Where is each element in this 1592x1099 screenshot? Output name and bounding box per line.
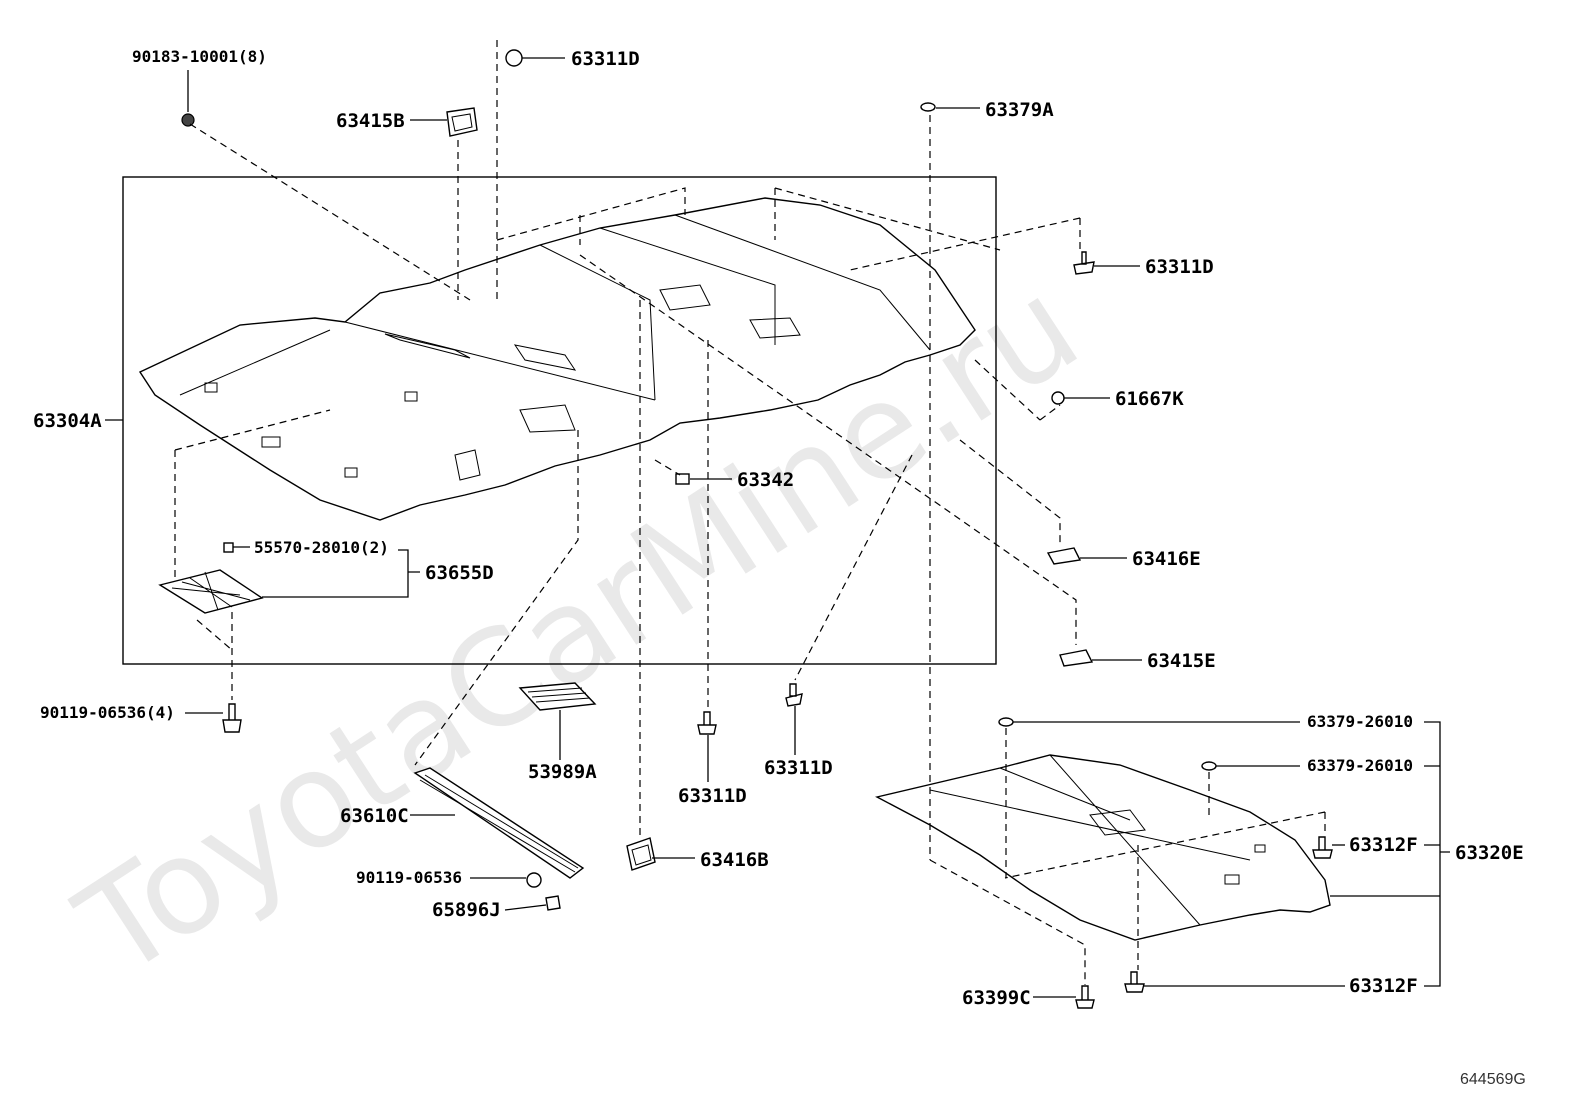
label-63311d-right: 63311D xyxy=(1145,256,1214,278)
leader-lines xyxy=(105,57,1450,998)
clip-90183 xyxy=(181,113,195,127)
holder-63416e xyxy=(1046,547,1082,565)
label-90119-06536-4: 90119-06536(4) xyxy=(40,703,175,722)
label-63399c: 63399C xyxy=(962,987,1031,1009)
bolt-90119 xyxy=(526,872,542,888)
label-61667k: 61667K xyxy=(1115,388,1184,410)
label-63304a: 63304A xyxy=(33,410,102,432)
clip-63311d-right xyxy=(1073,251,1095,275)
clip-63311d-mid xyxy=(697,711,717,735)
pad-63342 xyxy=(675,473,690,485)
label-90119-06536: 90119-06536 xyxy=(356,868,462,887)
headliner-assembly-63320e xyxy=(875,754,1331,941)
grille-53989a xyxy=(518,682,597,711)
label-63415e: 63415E xyxy=(1147,650,1216,672)
diagram-code: 644569G xyxy=(1460,1071,1526,1088)
label-63311d-top: 63311D xyxy=(571,48,640,70)
label-63311d-mid2: 63311D xyxy=(764,757,833,779)
label-65896j: 65896J xyxy=(432,899,501,921)
label-63416b: 63416B xyxy=(700,849,769,871)
label-63379-26010-b: 63379-26010 xyxy=(1307,756,1413,775)
label-63416e: 63416E xyxy=(1132,548,1201,570)
trim-63610c xyxy=(413,767,585,879)
clip-63312f-a xyxy=(1312,836,1333,859)
clip-63399c xyxy=(1075,985,1095,1009)
bolt-90119-4 xyxy=(222,703,242,733)
holder-63415b xyxy=(446,107,478,137)
label-63311d-mid: 63311D xyxy=(678,785,747,807)
clip-61667k xyxy=(1051,391,1065,405)
clip-63311d-top xyxy=(505,49,523,67)
cap-63379-26010-b xyxy=(1201,761,1217,771)
cover-63655d xyxy=(158,569,264,614)
label-55570-28010: 55570-28010(2) xyxy=(254,538,389,557)
label-63379-26010-a: 63379-26010 xyxy=(1307,712,1413,731)
label-53989a: 53989A xyxy=(528,761,597,783)
label-63655d: 63655D xyxy=(425,562,494,584)
label-63342: 63342 xyxy=(737,469,794,491)
holder-63416b xyxy=(626,837,656,871)
clip-63312f-b xyxy=(1124,971,1145,993)
label-63415b: 63415B xyxy=(336,110,405,132)
headliner-63304a xyxy=(138,197,976,521)
label-63312f-b: 63312F xyxy=(1349,975,1418,997)
cap-65896j xyxy=(545,895,561,911)
holder-63415e xyxy=(1059,649,1094,667)
screw-55570 xyxy=(223,542,234,553)
cap-63379a xyxy=(920,102,936,112)
label-63312f-a: 63312F xyxy=(1349,834,1418,856)
label-90183-10001: 90183-10001(8) xyxy=(132,47,267,66)
dashed-lines xyxy=(174,40,1326,985)
label-63610c: 63610C xyxy=(340,805,409,827)
label-63320e: 63320E xyxy=(1455,842,1524,864)
cap-63379-26010-a xyxy=(998,717,1014,727)
label-63379a: 63379A xyxy=(985,99,1054,121)
clip-63311d-mid2 xyxy=(785,683,803,707)
